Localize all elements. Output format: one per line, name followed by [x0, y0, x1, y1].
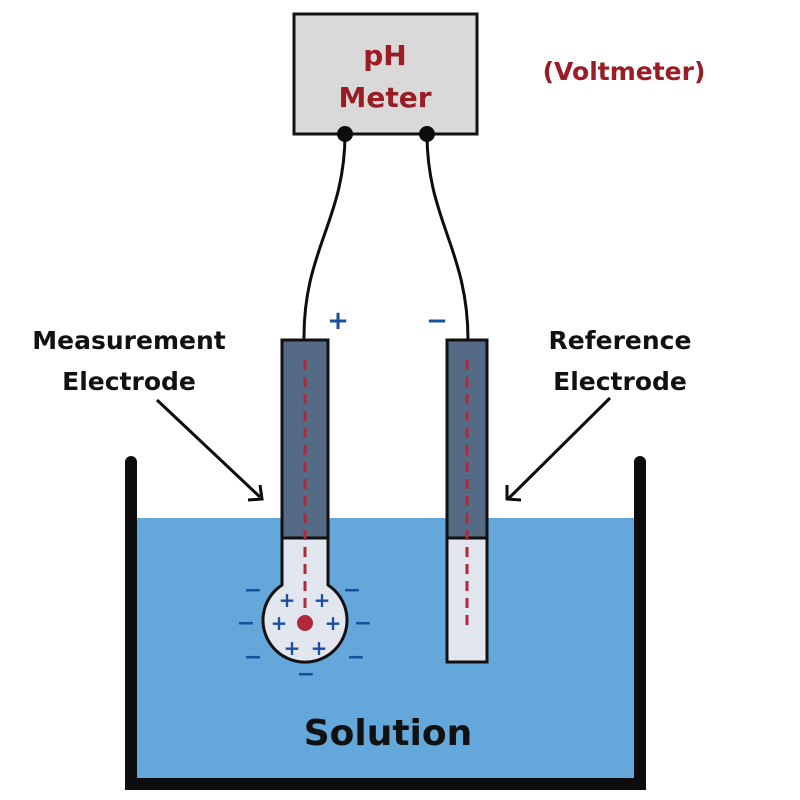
beaker [125, 456, 646, 790]
inner-charge: + [279, 588, 296, 612]
ph-meter-box [292, 12, 479, 136]
voltmeter-note: (Voltmeter) [543, 57, 706, 86]
measurement-electrode [261, 338, 349, 664]
negative-sign: − [426, 306, 448, 336]
reference-electrode-label-line2: Electrode [553, 367, 687, 396]
outer-charge: − [347, 645, 365, 670]
reference-arrow [505, 396, 612, 502]
negative-wire [425, 133, 470, 341]
outer-charge: − [244, 578, 262, 603]
inner-charge: + [311, 636, 328, 660]
measurement-inner-electrode-tip [297, 615, 313, 631]
solution-label: Solution [304, 713, 473, 754]
inner-charge: + [284, 636, 301, 660]
measurement-electrode-label-line1: Measurement [32, 326, 225, 355]
inner-charge: + [314, 588, 331, 612]
inner-charge: + [325, 611, 342, 635]
positive-wire [302, 133, 347, 341]
inner-charge: + [271, 611, 288, 635]
outer-charge: − [354, 611, 372, 636]
reference-electrode-label-line1: Reference [549, 326, 692, 355]
ph-meter-label-line1: pH [363, 39, 406, 72]
outer-charge: − [244, 645, 262, 670]
outer-charge: − [237, 611, 255, 636]
positive-terminal [337, 126, 353, 142]
bulb-outer-charges: − − − − − − − [237, 578, 372, 687]
measurement-electrode-label-line2: Electrode [62, 367, 196, 396]
bulb-inner-charges: + + + + + + [271, 588, 342, 660]
positive-sign: + [327, 306, 349, 336]
measurement-arrow [155, 398, 264, 502]
solution-liquid [136, 518, 636, 780]
outer-charge: − [297, 662, 315, 687]
reference-electrode [445, 338, 489, 664]
outer-charge: − [343, 578, 361, 603]
negative-terminal [419, 126, 435, 142]
ph-meter-label-line2: Meter [338, 81, 431, 114]
